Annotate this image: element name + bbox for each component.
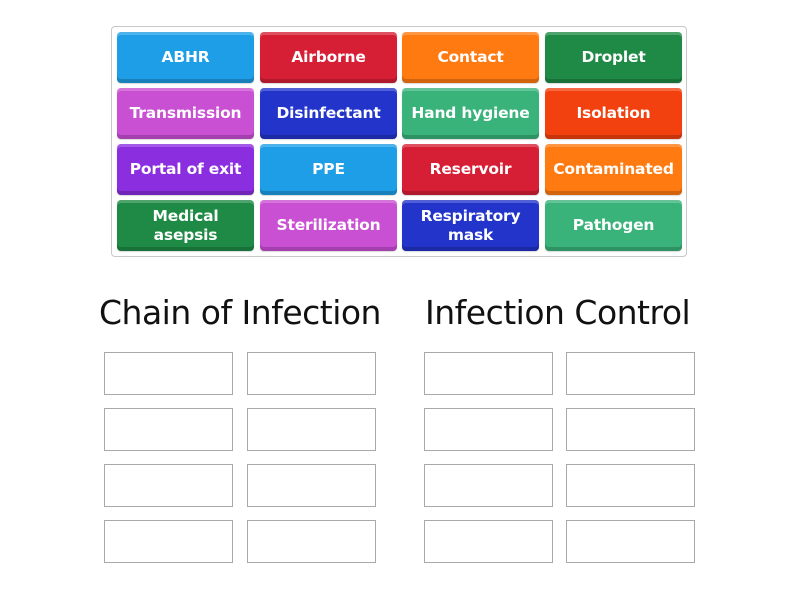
infection-control-drop-slot[interactable] [424,464,553,507]
tile-label: Medical asepsis [152,206,219,244]
tile-label: Contact [437,48,504,66]
tile-label: Respiratory mask [420,206,521,244]
tile-label: Sterilization [276,216,381,234]
infection-control-drop-slot[interactable] [424,352,553,395]
tile-contact[interactable]: Contact [402,32,539,83]
tile-sterilization[interactable]: Sterilization [260,200,397,251]
tile-label: Contaminated [553,160,674,178]
tile-label: Reservoir [429,160,512,178]
chain-of-infection-drop-slot[interactable] [247,408,376,451]
tile-label: ABHR [161,48,210,66]
tile-label: Portal of exit [129,160,242,178]
infection-control-drop-slot[interactable] [424,408,553,451]
tile-ppe[interactable]: PPE [260,144,397,195]
tile-portal-of-exit[interactable]: Portal of exit [117,144,254,195]
tile-isolation[interactable]: Isolation [545,88,682,139]
tile-airborne[interactable]: Airborne [260,32,397,83]
tile-label: Pathogen [572,216,655,234]
tile-abhr[interactable]: ABHR [117,32,254,83]
tile-label: PPE [312,160,345,178]
tile-label: Droplet [581,48,646,66]
tile-hand-hygiene[interactable]: Hand hygiene [402,88,539,139]
tile-reservoir[interactable]: Reservoir [402,144,539,195]
tile-transmission[interactable]: Transmission [117,88,254,139]
infection-control-drop-slot[interactable] [566,520,695,563]
tile-pathogen[interactable]: Pathogen [545,200,682,251]
infection-control-drop-slot[interactable] [566,352,695,395]
tile-disinfectant[interactable]: Disinfectant [260,88,397,139]
chain-of-infection-drop-slot[interactable] [104,352,233,395]
chain-of-infection-drop-slot[interactable] [104,408,233,451]
tile-respiratory-mask[interactable]: Respiratory mask [402,200,539,251]
tile-label: Airborne [291,48,366,66]
infection-control-drop-slot[interactable] [424,520,553,563]
tile-label: Hand hygiene [411,104,530,122]
infection-control-drop-slot[interactable] [566,408,695,451]
chain-of-infection-drop-slot[interactable] [247,464,376,507]
tile-contaminated[interactable]: Contaminated [545,144,682,195]
tile-label: Disinfectant [276,104,381,122]
tile-label: Isolation [576,104,651,122]
chain-of-infection-drop-slot[interactable] [104,464,233,507]
chain-of-infection-drop-slot[interactable] [247,520,376,563]
group-heading-infection-control: Infection Control [425,293,691,332]
chain-of-infection-drop-slot[interactable] [247,352,376,395]
tile-label: Transmission [129,104,242,122]
infection-control-drop-slot[interactable] [566,464,695,507]
group-heading-chain-of-infection: Chain of Infection [99,293,381,332]
tile-medical-asepsis[interactable]: Medical asepsis [117,200,254,251]
tile-droplet[interactable]: Droplet [545,32,682,83]
chain-of-infection-drop-slot[interactable] [104,520,233,563]
